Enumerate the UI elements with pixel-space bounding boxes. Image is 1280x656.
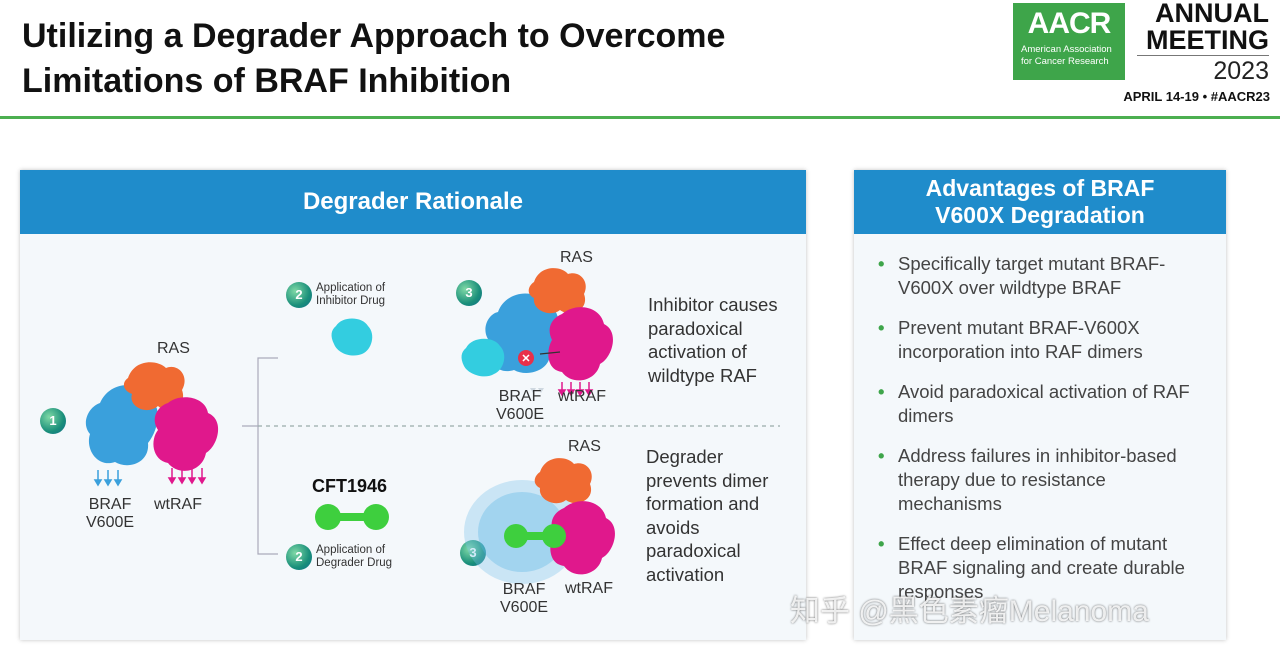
braf-arrows	[93, 470, 123, 487]
inhibitor-ras-shape	[528, 268, 586, 314]
ras-shape	[123, 362, 185, 411]
advantage-item-5: Effect deep elimination of mutant BRAF s…	[878, 532, 1202, 604]
aacr-logo: AACR American Association for Cancer Res…	[1013, 3, 1125, 80]
meeting-year: 2023	[1137, 55, 1269, 86]
advantage-item-4: Address failures in inhibitor-based ther…	[878, 444, 1202, 516]
degrader-desc-line3: formation and	[646, 493, 760, 514]
cft1946-label: CFT1946	[312, 476, 388, 496]
slide-title: Utilizing a Degrader Approach to Overcom…	[22, 14, 725, 104]
inhibition-mark	[518, 350, 534, 366]
annual-meeting-label: ANNUAL MEETING	[1137, 0, 1269, 54]
degrader-application-line2: Degrader Drug	[316, 557, 393, 569]
step-1-badge: 1	[40, 408, 66, 434]
step1-braf-label: BRAF V600E	[86, 496, 134, 532]
advantage-item-2: Prevent mutant BRAF-V600X incorporation …	[878, 316, 1202, 364]
degrader-rationale-title: Degrader Rationale	[20, 170, 806, 234]
aacr-logo-word: AACR	[1027, 7, 1112, 40]
degrader-wtraf-label: wtRAF	[565, 580, 613, 597]
slide-title-line-1: Utilizing a Degrader Approach to Overcom…	[22, 17, 726, 55]
degrader-ras-shape	[534, 458, 592, 504]
annual-label: ANNUAL	[1155, 0, 1269, 28]
inhibitor-step-3-badge: 3	[456, 280, 482, 306]
inhibitor-desc-line1: Inhibitor causes	[648, 294, 778, 315]
inhibitor-drug-icon	[331, 318, 373, 356]
aacr-logo-subtitle-line-2: for Cancer Research	[1021, 56, 1109, 67]
inhibitor-wtraf-shape	[548, 307, 613, 381]
slide-title-line-2: Limitations of BRAF Inhibition	[22, 62, 512, 100]
inhibitor-braf-arrows	[530, 388, 544, 393]
inhibitor-desc-line3: activation of	[648, 341, 747, 362]
degrader-braf-label: BRAF V600E	[500, 581, 548, 617]
degrader-drug-icon	[315, 504, 389, 530]
step1-braf-line2: V600E	[86, 514, 135, 531]
aacr-logo-subtitle: American Association for Cancer Research	[1021, 44, 1112, 68]
inhibitor-description: Inhibitor causes paradoxical activation …	[648, 293, 778, 387]
degrader-ras-label: RAS	[568, 438, 601, 455]
advantages-title-line1: Advantages of BRAF	[925, 175, 1155, 201]
degrader-step-2-badge: 2	[286, 544, 312, 570]
inhibitor-application-line1: Application of	[316, 282, 386, 294]
degrader-desc-line1: Degrader	[646, 446, 724, 467]
advantage-item-3: Avoid paradoxical activation of RAF dime…	[878, 380, 1202, 428]
degrader-complex	[464, 458, 615, 584]
step1-wtraf-label: wtRAF	[154, 496, 202, 513]
inhibitor-desc-line4: wildtype RAF	[648, 364, 757, 386]
inhibitor-desc-line2: paradoxical	[648, 317, 743, 339]
meeting-dates: APRIL 14-19 • #AACR23	[1123, 89, 1270, 104]
aacr-logo-subtitle-line-1: American Association	[1021, 44, 1112, 55]
wtraf-arrows	[167, 468, 207, 485]
advantages-title-line2: V600X Degradation	[935, 202, 1145, 228]
header-divider	[0, 116, 1280, 119]
advantages-panel: Advantages of BRAF V600X Degradation Spe…	[854, 170, 1226, 640]
activation-arrow	[539, 351, 561, 355]
advantage-item-1: Specifically target mutant BRAF-V600X ov…	[878, 252, 1202, 300]
inhibitor-bracket	[242, 357, 278, 427]
inhibitor-braf-line2: V600E	[496, 406, 545, 423]
inhibitor-wtraf-label: wtRAF	[558, 388, 606, 405]
inhibitor-braf-label: BRAF V600E	[496, 388, 544, 424]
wtraf-shape	[153, 397, 219, 471]
degrader-rationale-panel: Degrader Rationale 1 RAS BRAF V600E wtRA…	[20, 170, 806, 640]
degrader-braf-line2: V600E	[500, 599, 549, 616]
degrader-bead-left	[504, 524, 528, 548]
step1-protein-cluster	[85, 362, 219, 487]
degrader-desc-line5: paradoxical	[646, 540, 741, 561]
meeting-label: MEETING	[1145, 25, 1269, 55]
degrader-bracket	[257, 426, 278, 555]
inhibitor-braf-line1: BRAF	[498, 388, 542, 405]
degrader-application-line1: Application of	[316, 544, 386, 556]
degrader-desc-line6: activation	[646, 563, 725, 585]
degrader-desc-line2: prevents dimer	[646, 469, 769, 491]
inhibitor-wtraf-arrows	[557, 382, 594, 397]
degrader-braf-line1: BRAF	[502, 581, 546, 598]
advantages-list: Specifically target mutant BRAF-V600X ov…	[854, 234, 1226, 604]
degrader-description: Degrader prevents dimer formation and av…	[646, 445, 768, 586]
inhibitor-application-label: Application of Inhibitor Drug	[316, 282, 385, 308]
inhibitor-drug-shape	[461, 338, 505, 377]
degrader-desc-line4: avoids	[646, 516, 700, 538]
degrader-step-3-badge: 3	[460, 540, 486, 566]
step1-ras-label: RAS	[157, 340, 190, 357]
inhibitor-complex: ✕	[461, 268, 613, 397]
degrader-application-label: Application of Degrader Drug	[316, 544, 392, 570]
bracket-connectors	[242, 357, 780, 555]
degrader-bead-right	[542, 524, 566, 548]
step1-braf-line1: BRAF	[88, 496, 132, 513]
zhihu-watermark: 知乎 @黑色素瘤Melanoma	[790, 595, 1149, 628]
inhibitor-step-2-badge: 2	[286, 282, 312, 308]
degrader-wtraf-shape	[550, 501, 615, 575]
svg-text:✕: ✕	[521, 353, 530, 365]
advantages-title: Advantages of BRAF V600X Degradation	[854, 170, 1226, 234]
inhibitor-application-line2: Inhibitor Drug	[316, 295, 386, 307]
inhibitor-ras-label: RAS	[560, 249, 593, 266]
